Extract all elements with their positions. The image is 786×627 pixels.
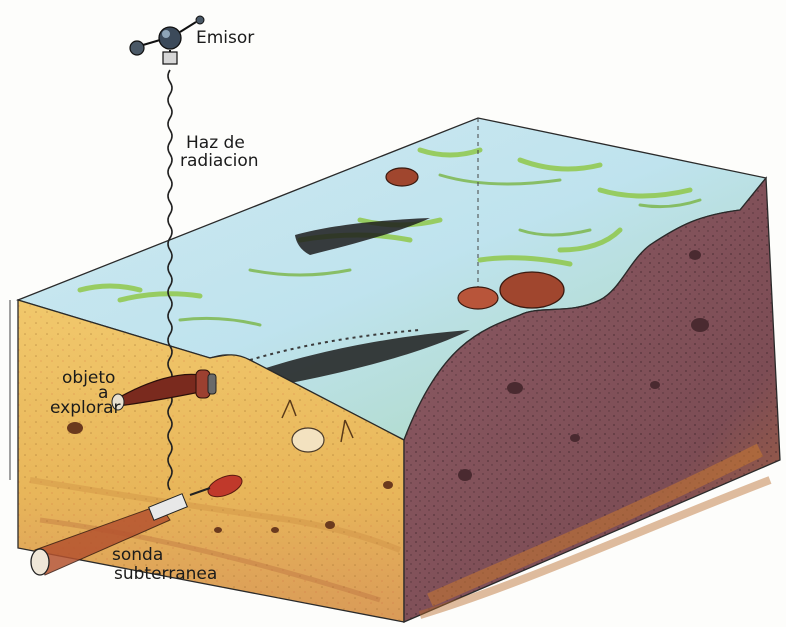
probe-label-line1: sonda bbox=[112, 545, 163, 565]
emitter-satellite-icon bbox=[130, 16, 204, 64]
beam-label-line1: Haz de bbox=[186, 133, 245, 153]
object-label-line3: explorar bbox=[50, 398, 121, 418]
emitter-label: Emisor bbox=[196, 28, 254, 48]
beam-label-line2: radiacion bbox=[180, 151, 259, 171]
probe-label-line2: subterranea bbox=[114, 564, 217, 584]
